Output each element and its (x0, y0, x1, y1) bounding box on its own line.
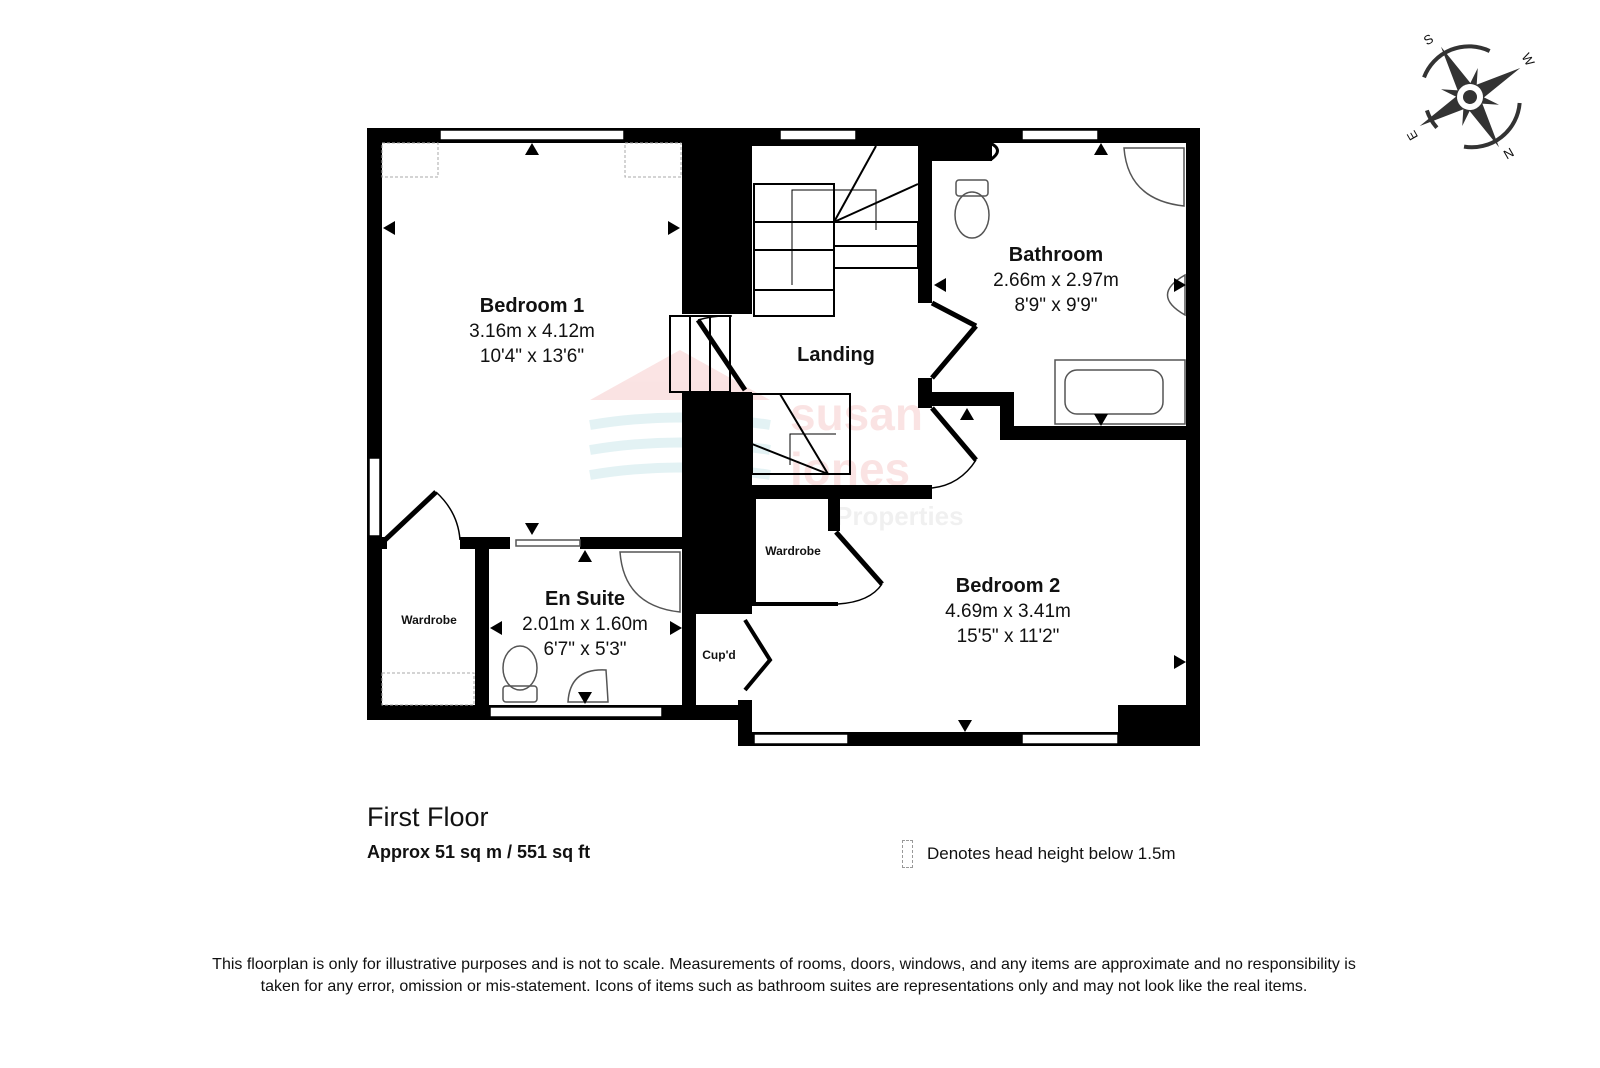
compass-rose-icon (1419, 44, 1522, 150)
disclaimer: This floorplan is only for illustrative … (212, 956, 1356, 995)
room-name: En Suite (544, 588, 626, 610)
room-bedroom-2: Bedroom 2 4.69m x 3.41m 15'5" x 11'2" (945, 574, 1071, 649)
head-height-legend-icon (902, 840, 913, 868)
arrow-markers (383, 143, 1186, 732)
room-imperial: 15'5" x 11'2" (956, 626, 1060, 647)
watermark-logo: susan jones Properties (589, 350, 964, 531)
floor-area: Approx 51 sq m / 551 sq ft (367, 842, 591, 862)
svg-text:susan: susan (790, 388, 923, 440)
walls (367, 128, 1200, 746)
legend-text: Denotes head height below 1.5m (927, 844, 1176, 863)
room-en-suite: En Suite 2.01m x 1.60m 6'7" x 5'3" (522, 587, 648, 662)
room-metric: 2.01m x 1.60m (522, 614, 648, 635)
windows (368, 129, 1119, 745)
room-metric: 2.66m x 2.97m (993, 270, 1119, 291)
head-height-markers (381, 142, 682, 706)
room-landing: Landing (797, 343, 875, 368)
svg-text:Properties: Properties (835, 501, 964, 531)
room-imperial: 10'4" x 13'6" (479, 346, 585, 367)
room-bedroom-1: Bedroom 1 3.16m x 4.12m 10'4" x 13'6" (469, 294, 595, 369)
label-wardrobe-1: Wardrobe (401, 613, 457, 627)
room-metric: 4.69m x 3.41m (945, 601, 1071, 622)
label-wardrobe-2: Wardrobe (765, 544, 821, 558)
legend: Denotes head height below 1.5m (902, 840, 1176, 868)
room-name: Landing (797, 344, 875, 366)
room-imperial: 8'9" x 9'9" (1014, 295, 1098, 316)
room-imperial: 6'7" x 5'3" (543, 639, 627, 660)
doors (383, 141, 999, 692)
room-metric: 3.16m x 4.12m (469, 321, 595, 342)
stairs (669, 145, 919, 475)
room-name: Bathroom (1008, 244, 1104, 266)
room-bathroom: Bathroom 2.66m x 2.97m 8'9" x 9'9" (993, 243, 1119, 318)
room-name: Bedroom 2 (955, 575, 1061, 597)
floor-title: First Floor (367, 802, 489, 832)
label-cupboard: Cup'd (702, 648, 736, 662)
room-name: Bedroom 1 (479, 295, 585, 317)
fixtures (502, 147, 1186, 703)
